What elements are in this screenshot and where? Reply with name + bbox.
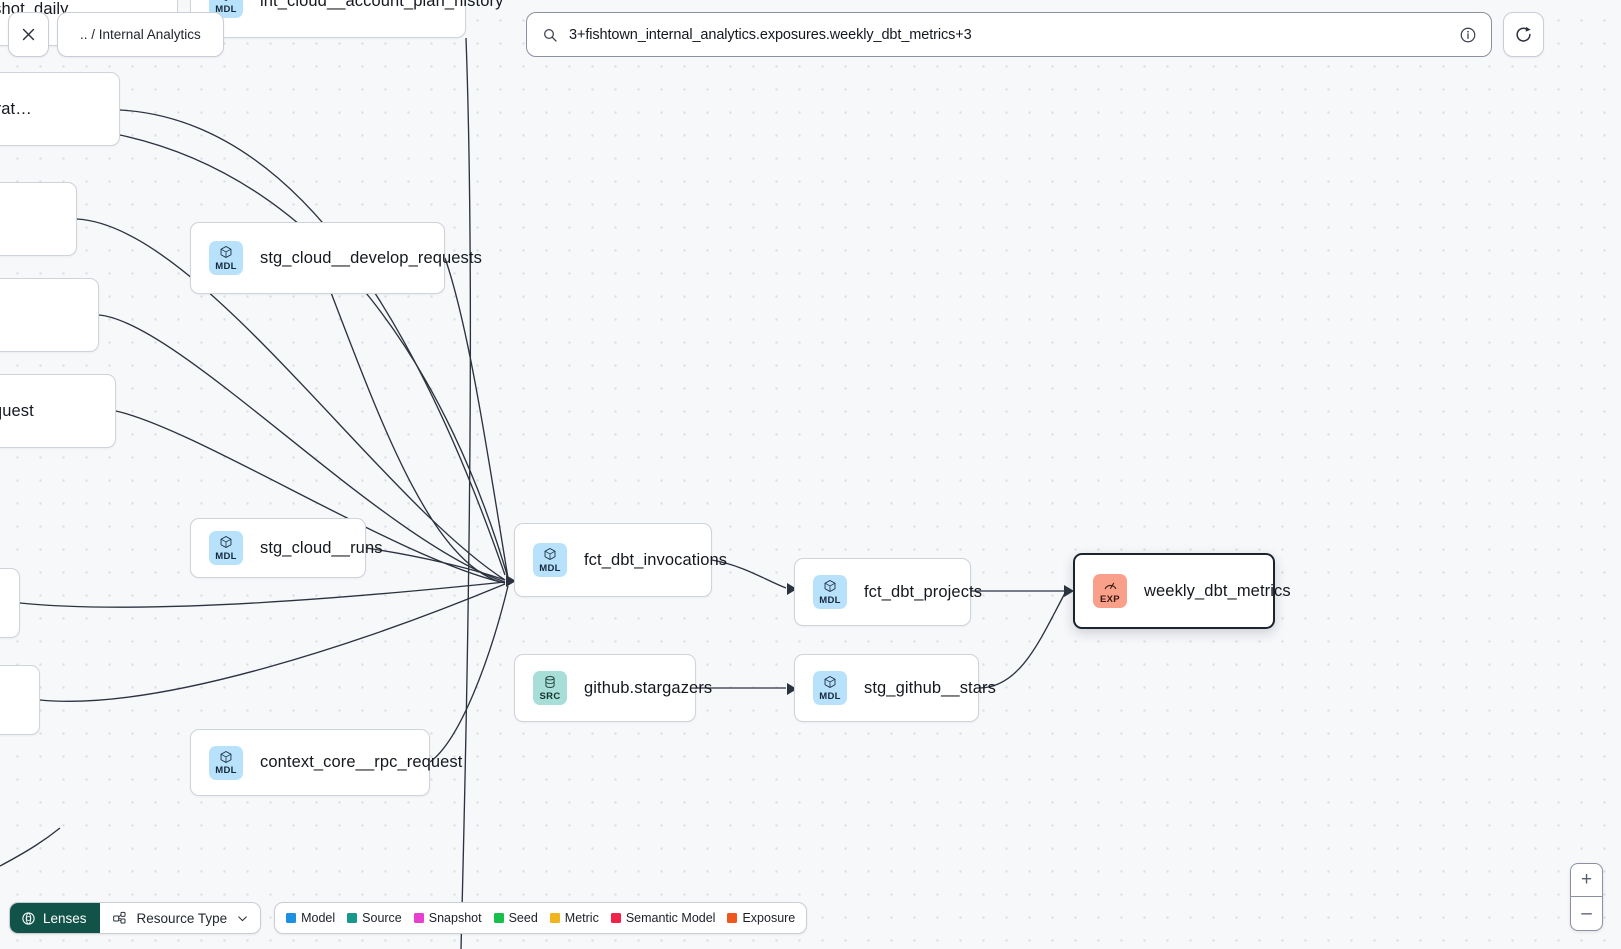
cube-icon — [824, 580, 836, 592]
legend-swatch — [727, 913, 738, 923]
legend-item-snapshot[interactable]: Snapshot — [413, 911, 482, 925]
legend-item-metric[interactable]: Metric — [549, 911, 599, 925]
node-type-badge-mdl: MDL — [209, 531, 243, 565]
node-type-badge-mdl: MDL — [209, 241, 243, 275]
graph-node-left_n[interactable]: n — [0, 568, 20, 638]
lenses-icon — [22, 911, 35, 925]
legend-item-seed[interactable]: Seed — [493, 911, 538, 925]
lineage-bottom-toolbar: Lenses Resource Type Model Source Snapshot… — [9, 902, 808, 934]
graph-node-stg_github_stars[interactable]: MDL stg_github__stars — [794, 654, 996, 722]
search-icon — [544, 28, 557, 42]
node-type-badge-mdl: MDL — [813, 575, 847, 609]
close-icon — [22, 28, 35, 41]
graph-node-stg_cloud_runs[interactable]: MDL stg_cloud__runs — [190, 518, 382, 578]
resource-type-legend: Model Source Snapshot Seed Metric Semantic Mo… — [274, 902, 808, 934]
node-label: stg_cloud__develop_requests — [260, 248, 482, 267]
resource-type-dropdown[interactable]: Resource Type — [100, 903, 261, 933]
node-label: stg_github__stars — [864, 678, 996, 697]
legend-swatch — [347, 913, 358, 923]
legend-label: Seed — [508, 911, 538, 925]
cube-icon — [220, 536, 232, 548]
refresh-button[interactable] — [1503, 12, 1544, 57]
chevron-down-icon — [238, 915, 247, 921]
cube-icon — [220, 750, 232, 763]
legend-label: Metric — [564, 911, 599, 925]
legend-label: Semantic Model — [625, 911, 716, 925]
graph-node-fct_dbt_projects[interactable]: MDL fct_dbt_projects — [794, 558, 982, 626]
refresh-icon — [1516, 26, 1531, 42]
close-panel-button[interactable] — [8, 12, 49, 57]
zoom-out-button[interactable]: – — [1581, 902, 1592, 924]
lenses-label: Lenses — [43, 910, 87, 926]
node-type-badge-exp: EXP — [1093, 574, 1127, 608]
legend-label: Snapshot — [428, 911, 482, 925]
lineage-search-bar[interactable] — [526, 12, 1492, 57]
breadcrumb[interactable]: .. / Internal Analytics — [57, 12, 224, 57]
graph-node-op_request[interactable]: op_request — [0, 182, 77, 256]
node-type-badge-mdl: MDL — [209, 745, 243, 780]
legend-item-exposure[interactable]: Exposure — [727, 911, 795, 925]
node-label: fct_dbt_projects — [864, 582, 983, 601]
legend-swatch — [549, 913, 560, 923]
database-icon — [545, 676, 555, 688]
graph-node-weekly_dbt_metrics[interactable]: EXP weekly_dbt_metrics — [1073, 553, 1291, 629]
legend-swatch — [610, 913, 621, 923]
gauge-icon — [1104, 582, 1116, 589]
node-label: int_cloud__account_plan_history — [260, 0, 504, 10]
graph-node-multicell_migrat[interactable]: multicell_migrat… — [0, 72, 120, 146]
node-label: github.stargazers — [584, 678, 713, 697]
search-input[interactable] — [569, 26, 1448, 43]
graph-node-context_core_rpc_request[interactable]: MDL context_core__rpc_request — [190, 729, 462, 796]
legend-swatch — [286, 913, 297, 923]
graph-node-stg_cloud_develop_requests[interactable]: MDL stg_cloud__develop_requests — [190, 222, 482, 294]
node-label: weekly_dbt_metrics — [1144, 581, 1291, 600]
graph-node-develop_request[interactable]: _develop_request — [0, 374, 116, 448]
node-type-badge-mdl: MDL — [813, 671, 847, 705]
node-type-badge-mdl: MDL — [533, 543, 567, 577]
legend-label: Exposure — [742, 911, 796, 925]
info-icon[interactable] — [1459, 26, 1477, 44]
cube-icon — [824, 676, 836, 688]
cube-icon — [544, 548, 556, 560]
node-label: _develop_request — [0, 401, 34, 420]
legend-label: Model — [301, 911, 336, 925]
legend-swatch — [493, 913, 504, 923]
cube-icon — [220, 246, 232, 258]
node-label: multicell_migrat… — [0, 99, 32, 118]
legend-item-semantic-model[interactable]: Semantic Model — [610, 911, 716, 925]
legend-item-source[interactable]: Source — [347, 911, 402, 925]
graph-node-github_stargazers[interactable]: SRC github.stargazers — [514, 654, 712, 722]
legend-label: Source — [362, 911, 402, 925]
node-label: fct_dbt_invocations — [584, 550, 728, 569]
lenses-button[interactable]: Lenses — [10, 903, 100, 933]
legend-item-model[interactable]: Model — [286, 911, 335, 925]
resource-type-icon — [112, 911, 126, 924]
cube-icon — [224, 0, 228, 1]
graph-node-fct_dbt_invocations[interactable]: MDL fct_dbt_invocations — [514, 523, 727, 597]
node-label: stg_cloud__runs — [260, 538, 383, 557]
zoom-in-button[interactable]: + — [1571, 864, 1602, 897]
node-type-badge-src: SRC — [533, 671, 567, 705]
legend-swatch — [413, 913, 424, 923]
graph-node-velop_request[interactable]: velop_request — [0, 278, 99, 352]
zoom-controls: + – — [1570, 863, 1603, 931]
lenses-resource-group: Lenses Resource Type — [9, 902, 262, 934]
graph-node-left_run[interactable]: _run — [0, 665, 40, 735]
resource-type-label: Resource Type — [136, 910, 228, 926]
node-label: context_core__rpc_request — [260, 753, 463, 771]
